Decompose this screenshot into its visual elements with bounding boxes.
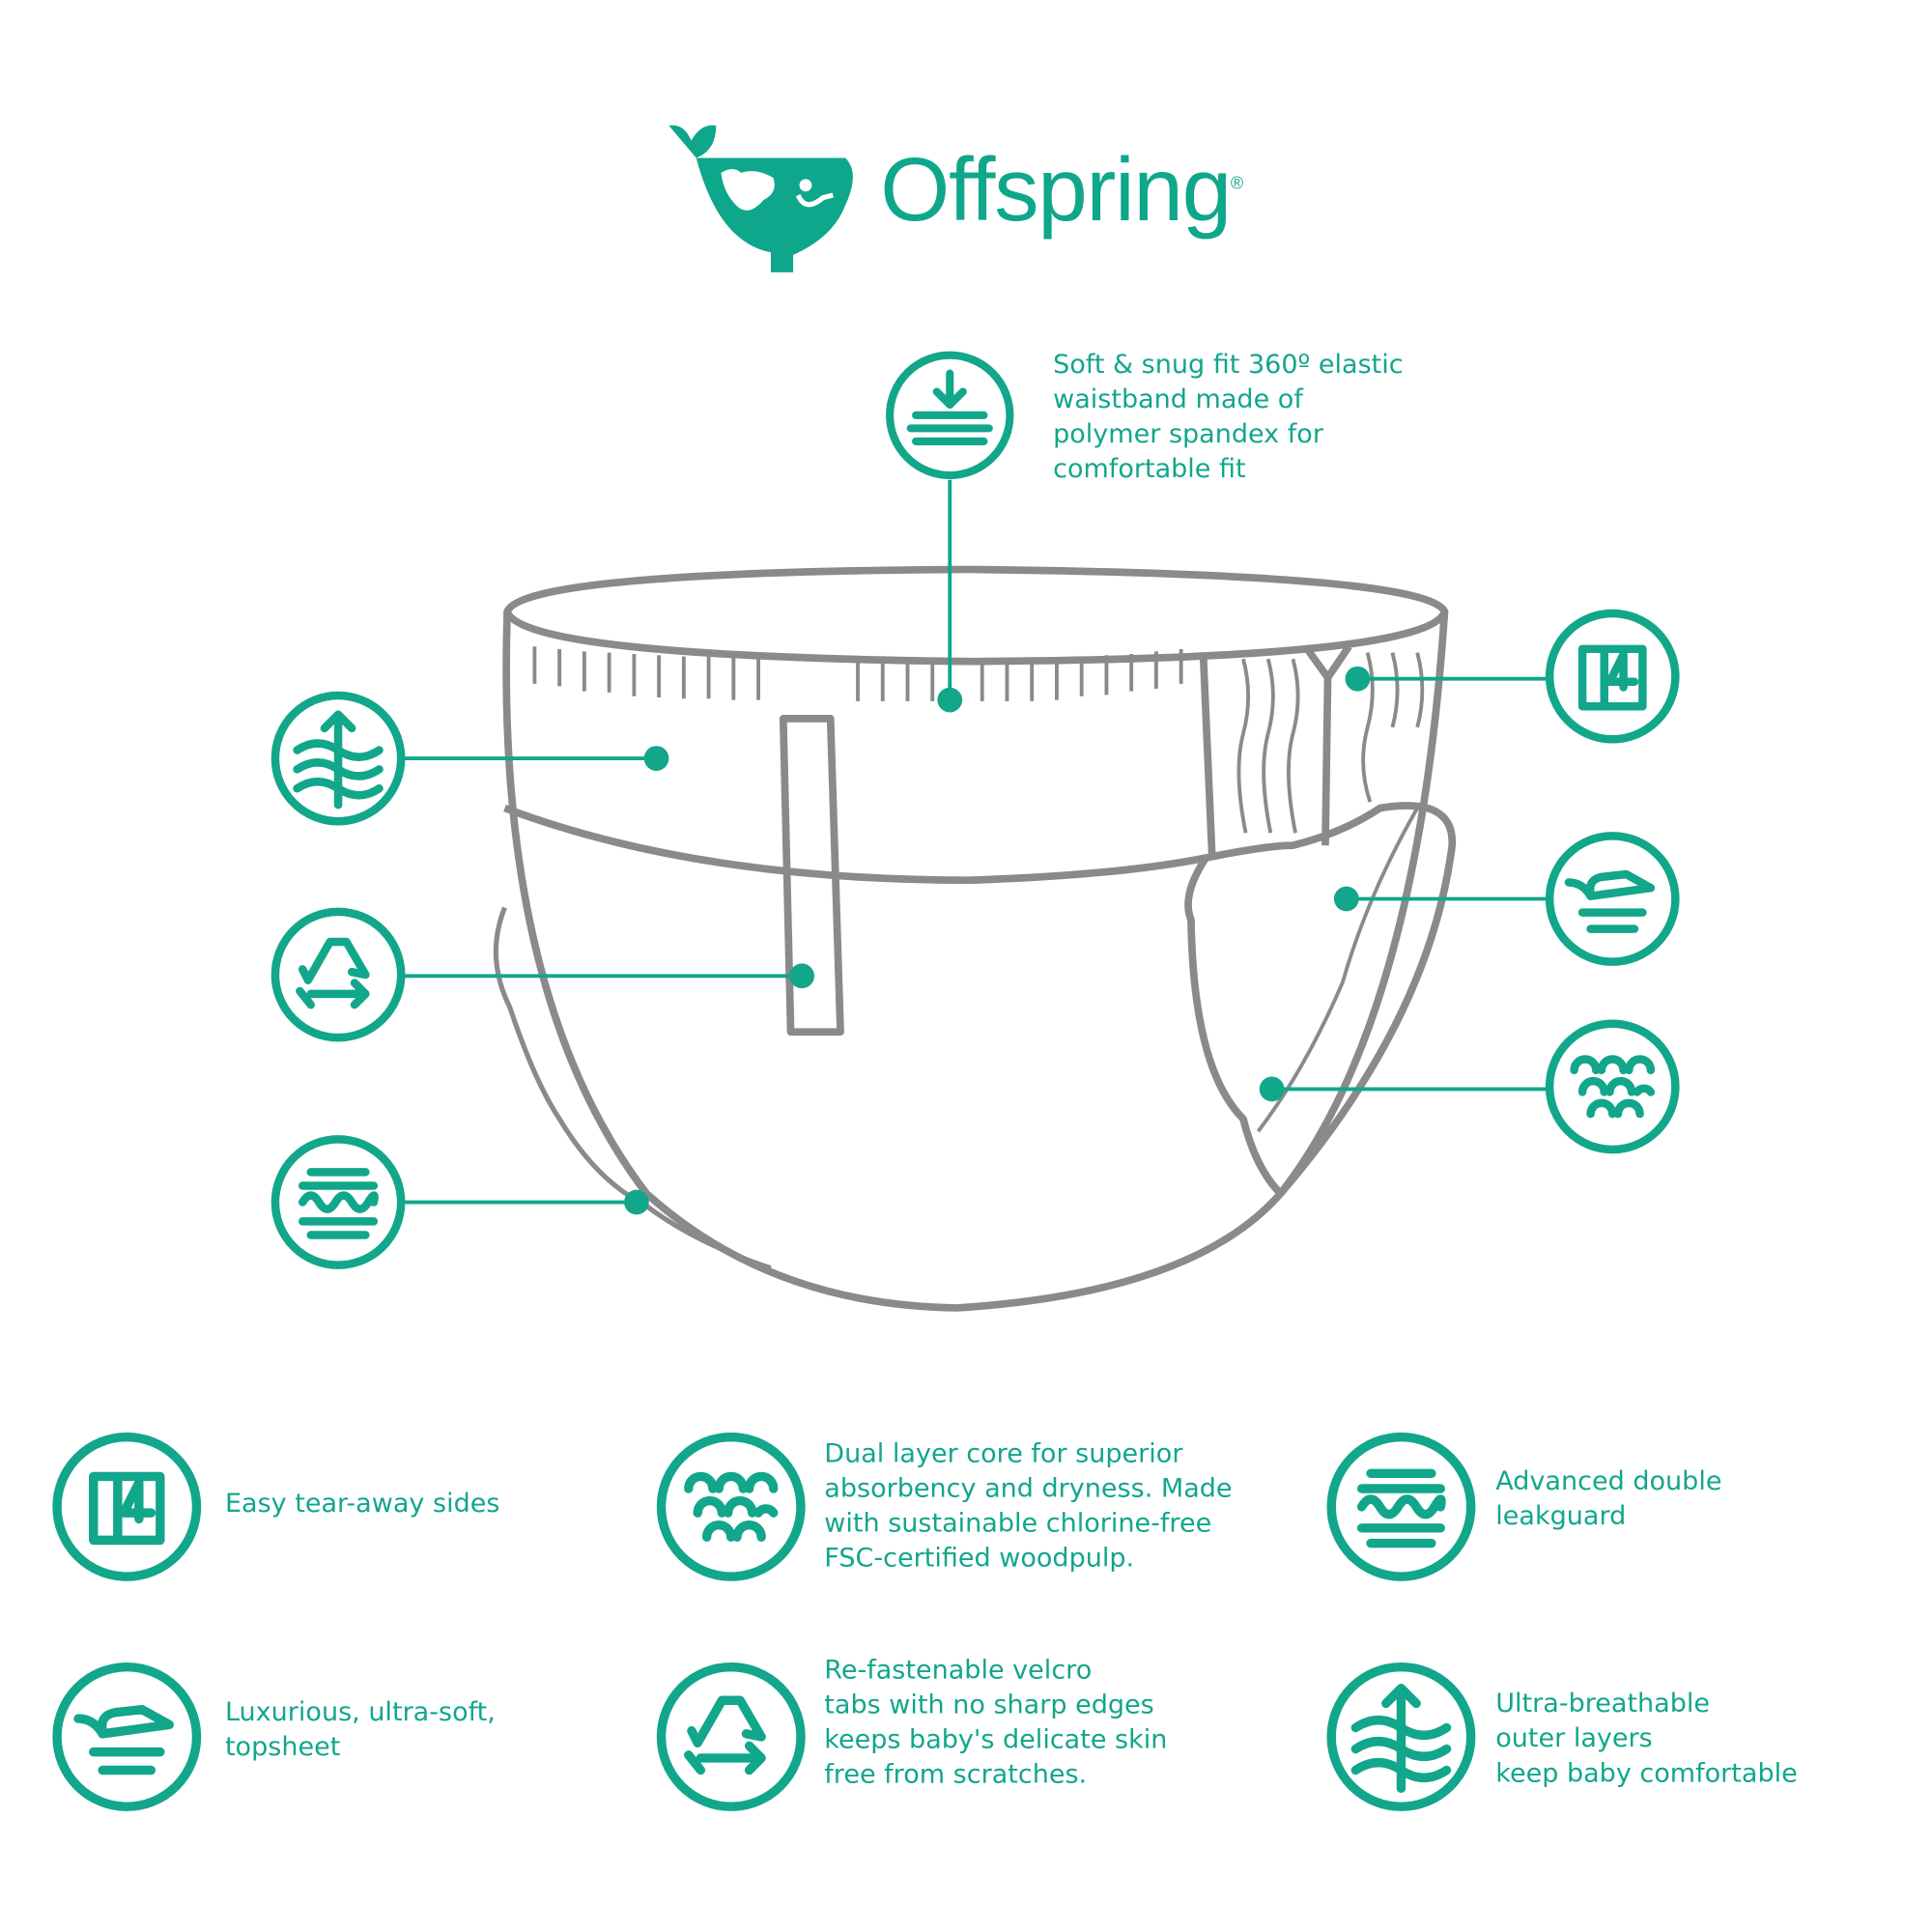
feature-velcro: Re-fastenable velcro tabs with no sharp … <box>824 1652 1167 1791</box>
breathable-icon <box>275 696 401 821</box>
feature-topsheet: Luxurious, ultra-soft, topsheet <box>225 1694 496 1764</box>
tear-away-icon <box>57 1437 196 1577</box>
diaper-body <box>502 611 1449 1312</box>
waistband-icon <box>890 355 1009 475</box>
feature-line: absorbency and dryness. Made <box>824 1473 1233 1503</box>
whale-logo-icon <box>668 125 853 272</box>
callout-line: comfortable fit <box>1053 453 1246 484</box>
brand-name: Offspring® <box>880 139 1243 242</box>
topsheet-icon <box>1549 836 1675 961</box>
feature-line: free from scratches. <box>824 1759 1088 1789</box>
breathable-icon <box>1331 1667 1470 1806</box>
topsheet-icon <box>57 1667 196 1806</box>
recycle-icon <box>275 912 401 1037</box>
feature-line: Ultra-breathable <box>1495 1688 1711 1719</box>
feature-line: outer layers <box>1495 1722 1653 1753</box>
leakguard-icon <box>275 1139 401 1264</box>
feature-line: tabs with no sharp edges <box>824 1690 1154 1719</box>
feature-leakguard: Advanced double leakguard <box>1495 1463 1721 1533</box>
tear-away-icon <box>1549 613 1675 739</box>
feature-core: Dual layer core for superior absorbency … <box>824 1435 1232 1575</box>
feature-line: topsheet <box>224 1731 341 1762</box>
leakguard-icon <box>1331 1437 1470 1577</box>
feature-tear-away: Easy tear-away sides <box>225 1486 500 1520</box>
brand-wordmark: Offspring <box>880 140 1232 241</box>
feature-line: Luxurious, ultra-soft, <box>224 1696 496 1727</box>
feature-line: Advanced double <box>1495 1465 1722 1496</box>
feature-line: keeps baby's delicate skin <box>824 1724 1168 1754</box>
callout-line: polymer spandex for <box>1053 418 1323 449</box>
absorbent-core-icon <box>1549 1024 1675 1150</box>
feature-line: Dual layer core for superior <box>824 1438 1183 1468</box>
feature-line: keep baby comfortable <box>1495 1757 1798 1788</box>
registered-mark: ® <box>1230 172 1243 193</box>
feature-line: with sustainable chlorine-free <box>824 1508 1212 1539</box>
feature-line: FSC-certified woodpulp. <box>824 1543 1135 1574</box>
feature-line: leakguard <box>1495 1500 1627 1531</box>
feature-line: Re-fastenable velcro <box>824 1654 1093 1685</box>
waistband-callout: Soft & snug fit 360º elastic waistband m… <box>1053 347 1404 486</box>
feature-breathable: Ultra-breathable outer layers keep baby … <box>1495 1686 1797 1790</box>
velcro-recycle-icon <box>662 1667 801 1806</box>
absorbent-core-icon <box>662 1437 801 1577</box>
callout-line: Soft & snug fit 360º elastic <box>1053 349 1404 380</box>
callout-line: waistband made of <box>1053 384 1303 414</box>
feature-line: Easy tear-away sides <box>224 1488 500 1519</box>
